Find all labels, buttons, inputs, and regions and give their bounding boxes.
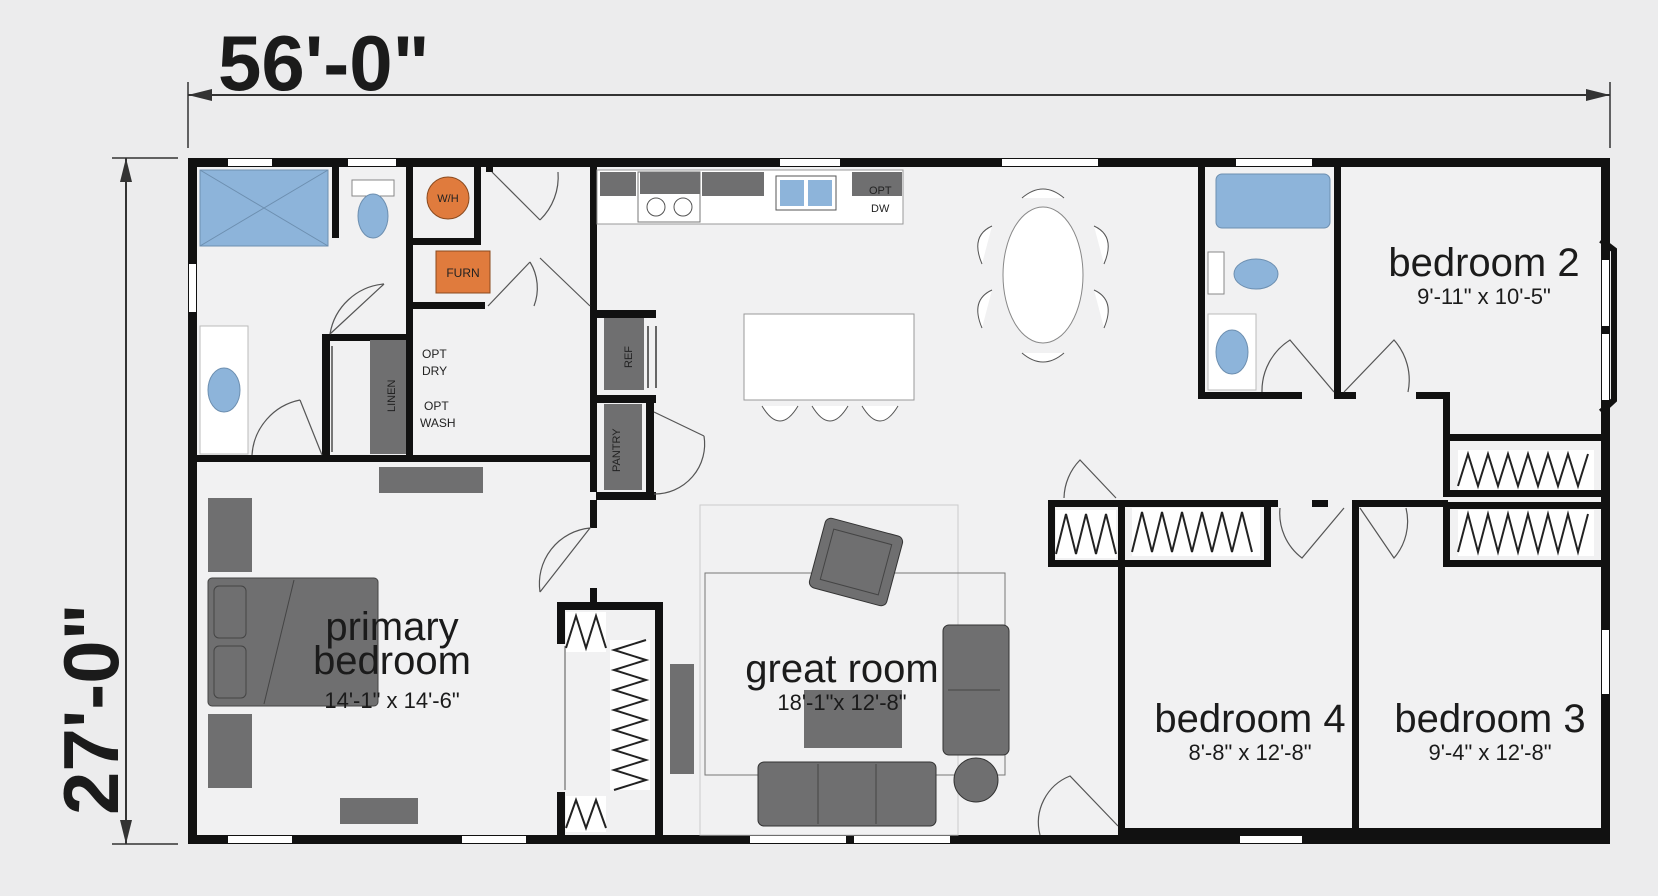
great-room-size: 18'-1"x 12'-8" [777,690,906,715]
opt-dry-label-1: OPT [422,347,447,361]
coffee-table [804,690,902,748]
bedroom-2-name: bedroom 2 [1388,241,1579,285]
laundry-door-swing [539,257,591,307]
nightstand-top [208,498,252,572]
bathtub-icon [1215,173,1331,229]
tv-console [670,664,694,774]
bed [207,577,379,707]
primary-bedroom-name-line2: bedroom [313,639,471,683]
linen-closet [370,340,406,454]
primary-bedroom-name-line1: primary [325,605,458,649]
bedroom-door-swing [538,527,592,593]
toilet-door-swing [329,283,385,335]
sink-2-icon [1215,329,1249,375]
bedroom-2-door-swing [1343,339,1410,393]
toilet-2-icon [1233,258,1279,290]
furnace-icon [435,250,491,294]
depth-dimension-label: 27'-0" [47,603,135,815]
kitchen-island [743,313,915,401]
width-dimension: 56'-0" [187,19,1611,148]
refrigerator-icon [604,318,644,390]
hall-closet-upper-hangers [1457,450,1594,490]
dining-table [977,188,1109,363]
sofa [757,761,937,827]
great-room-name: great room [745,647,938,691]
bedroom-2-size: 9'-11" x 10'-5" [1417,284,1551,309]
side-table [953,757,999,803]
kitchen: OPT DW REF PANTRY [596,169,915,495]
room-labels: primary bedroom 14'-1" x 14'-6" great ro… [313,241,1586,765]
linen-hall-closet-hangers [1055,510,1117,558]
bedroom-4-name: bedroom 4 [1154,697,1345,741]
furnace-door-swing [529,261,538,307]
armchair [808,517,904,607]
bedroom-3-door-swing [1359,507,1409,559]
interior-walls [188,158,1610,835]
exterior-walls [188,158,1617,844]
bedroom-3-name: bedroom 3 [1394,697,1585,741]
opt-dw-label-2: DW [871,203,890,215]
linen-label: LINEN [386,380,398,412]
pantry-closet [604,404,642,490]
nightstand-bottom [208,714,252,788]
bedroom-4-closet-hangers [1131,508,1260,556]
closet-hangers [565,450,1594,832]
primary-closet-top-hangers [565,612,607,652]
pantry-label: PANTRY [611,428,623,472]
opt-wash-label-1: OPT [424,399,449,413]
opt-wash-label-2: WASH [420,416,456,430]
bath-2-door-swing [1261,339,1335,393]
primary-closet-side-hangers [610,639,650,791]
primary-bedroom-furniture [207,467,592,824]
width-dimension-label: 56'-0" [218,19,430,107]
toilet-icon [357,193,389,239]
entry-door-swing [1037,775,1119,836]
bath-door-swing [251,399,301,456]
water-heater-label: W/H [437,193,458,205]
great-room-furniture [670,504,1119,836]
utility-area: W/H FURN OPT DRY OPT WASH [420,171,591,430]
ref-label: REF [623,346,635,368]
pantry-door-swing [653,411,705,437]
bedroom-3-size: 9'-4" x 12'-8" [1428,740,1551,765]
furnace-label: FURN [446,266,479,280]
depth-dimension: 27'-0" [47,157,178,845]
hall-closet-lower-hangers [1457,510,1594,556]
opt-dw-label-1: OPT [869,185,892,197]
dresser [379,467,483,493]
bath-2 [1063,173,1410,559]
sink-icon [207,367,241,413]
bedroom-4-door-swing [1279,507,1345,559]
bench [340,798,418,824]
bedroom-4-size: 8'-8" x 12'-8" [1188,740,1311,765]
water-heater-icon [426,176,470,220]
primary-bedroom-size: 14'-1" x 14'-6" [324,688,459,713]
opt-dry-label-2: DRY [422,364,447,378]
hall-closet-door-swing [1063,459,1117,499]
primary-closet-bottom-hangers [565,796,607,832]
dining-table-top [1002,206,1084,344]
primary-bath: LINEN [199,169,406,456]
